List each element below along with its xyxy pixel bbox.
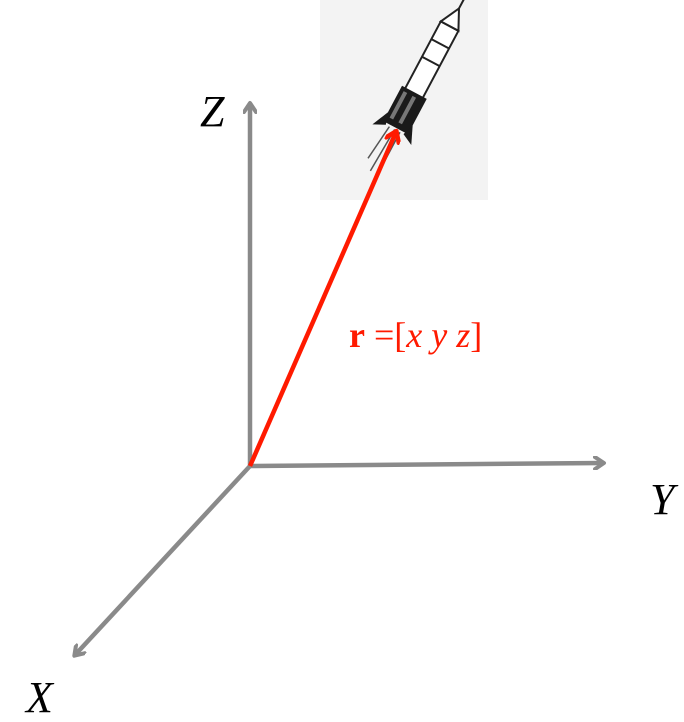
y-axis-label: Y: [650, 475, 675, 524]
x-axis: [75, 464, 252, 655]
vector-z-component: z: [456, 315, 471, 355]
vector-y-component: y: [431, 315, 448, 355]
vector-x-component: x: [406, 315, 423, 355]
y-axis: [249, 463, 603, 466]
position-vector-arrow: [247, 132, 396, 467]
vector-symbol: r: [349, 315, 365, 355]
vector-equals: =[: [364, 315, 407, 355]
z-axis-label: Z: [200, 87, 225, 136]
rocket-icon: [320, 0, 488, 200]
position-vector-label: r =[x y z]: [349, 317, 482, 353]
vector-close-bracket: ]: [470, 315, 483, 355]
x-axis-label: X: [26, 673, 53, 722]
